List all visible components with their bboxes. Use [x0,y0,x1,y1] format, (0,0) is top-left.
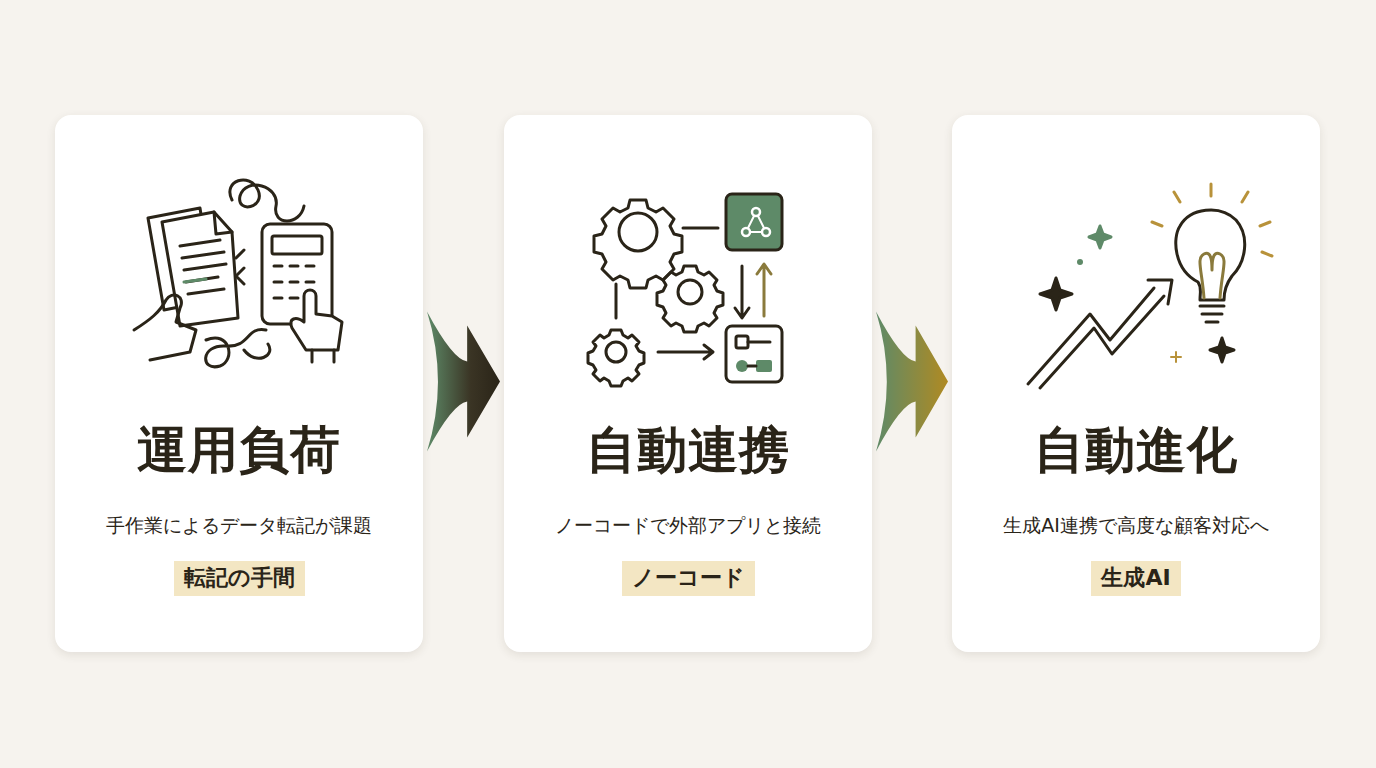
flow-arrow [876,312,948,452]
flow-arrow [427,312,500,452]
card-heading: 自動進化 [1034,421,1238,479]
card-description: 手作業によるデータ転記が課題 [96,513,382,538]
card-description: 生成AI連携で高度な顧客対応へ [993,513,1279,538]
card-tag: ノーコード [622,561,755,596]
stage-card: 自動連携ノーコードで外部アプリと接続ノーコード [504,115,872,652]
card-tag: 転記の手間 [174,561,305,596]
stage-card: 運用負荷手作業によるデータ転記が課題転記の手間 [55,115,423,652]
automation-icon [588,194,782,386]
card-tag: 生成AI [1091,561,1180,596]
paperwork-icon [134,180,342,367]
card-heading: 自動連携 [586,421,790,479]
card-description: ノーコードで外部アプリと接続 [545,513,831,538]
growth-icon [1028,184,1272,388]
stage-card: 自動進化生成AI連携で高度な顧客対応へ生成AI [952,115,1320,652]
card-heading: 運用負荷 [137,421,341,479]
